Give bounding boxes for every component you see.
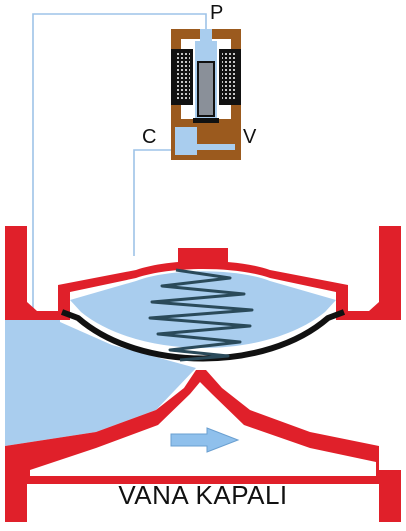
- pilot-line-c: [133, 149, 174, 256]
- control-chamber-fluid: [70, 271, 336, 348]
- v-port-channel: [197, 144, 235, 150]
- spring: [148, 268, 254, 362]
- valve-body-right: [336, 226, 401, 320]
- port-label-v: V: [243, 126, 257, 148]
- port-label-c: C: [142, 126, 157, 148]
- c-port-channel: [175, 127, 197, 155]
- flow-arrow-icon: [170, 427, 240, 453]
- valve-state-caption: VANA KAPALI: [118, 480, 288, 510]
- inlet-fluid: [5, 312, 196, 446]
- p-port-channel: [200, 29, 212, 41]
- coil-winding-right: [222, 53, 236, 101]
- bonnet-boss: [178, 248, 228, 262]
- solenoid-valve: [171, 29, 241, 160]
- inner-passage-white: [30, 382, 376, 476]
- plunger: [197, 61, 215, 117]
- pilot-line-p: [32, 13, 207, 312]
- coil-winding-left: [176, 53, 190, 101]
- plunger-seal: [193, 118, 219, 124]
- port-label-p: P: [210, 2, 224, 24]
- bonnet-outer: [58, 261, 348, 301]
- valve-body-left: [5, 226, 70, 320]
